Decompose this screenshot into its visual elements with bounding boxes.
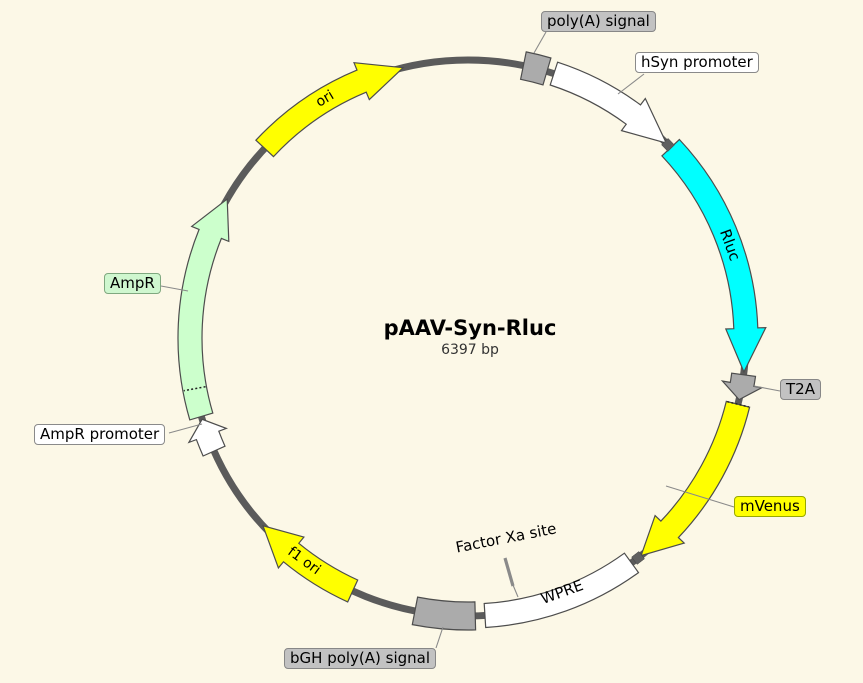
callout-line-polya xyxy=(533,31,547,54)
plasmid-name: pAAV-Syn-Rluc xyxy=(383,316,557,340)
label-mvenus[interactable]: mVenus xyxy=(734,496,806,517)
label-ampr-promoter[interactable]: AmpR promoter xyxy=(34,424,166,445)
junction-square xyxy=(631,551,645,565)
factor-xa-site-tick xyxy=(503,557,515,587)
feature-arc-ampr-promoter[interactable] xyxy=(187,418,229,457)
label-bgh-polya[interactable]: bGH poly(A) signal xyxy=(284,648,437,669)
callout-line-mvenus xyxy=(665,485,735,508)
feature-arc-rluc[interactable] xyxy=(661,138,767,374)
callout-line-factor-xa xyxy=(512,584,519,598)
label-t2a[interactable]: T2A xyxy=(780,379,821,400)
translation-separator-dots xyxy=(727,400,749,408)
feature-arc-hsyn[interactable] xyxy=(549,61,668,145)
callout-line-ampr xyxy=(160,285,189,292)
feature-arc-bgh[interactable] xyxy=(411,596,477,631)
callout-line-t2a xyxy=(753,385,781,392)
plasmid-size: 6397 bp xyxy=(441,342,499,358)
feature-arc-t2a[interactable] xyxy=(720,372,764,401)
feature-arc-ori[interactable] xyxy=(255,62,405,158)
feature-arc-ampr[interactable] xyxy=(177,197,230,421)
callout-line-ampr-promoter xyxy=(168,423,203,434)
translation-separator-dots xyxy=(183,385,206,392)
feature-arc-polya[interactable] xyxy=(519,51,552,86)
junction-square xyxy=(661,138,675,152)
callout-line-hsyn xyxy=(617,73,645,95)
label-polya-signal[interactable]: poly(A) signal xyxy=(541,11,656,32)
feature-arc-wpre[interactable] xyxy=(483,552,640,629)
label-hsyn-promoter[interactable]: hSyn promoter xyxy=(635,52,759,73)
plasmid-title-block: pAAV-Syn-Rluc 6397 bp xyxy=(384,316,557,359)
label-ampr[interactable]: AmpR xyxy=(104,273,161,294)
feature-arc-mvenus[interactable] xyxy=(640,400,751,557)
feature-arc-f1ori[interactable] xyxy=(262,524,359,603)
callout-line-bgh xyxy=(435,626,444,649)
